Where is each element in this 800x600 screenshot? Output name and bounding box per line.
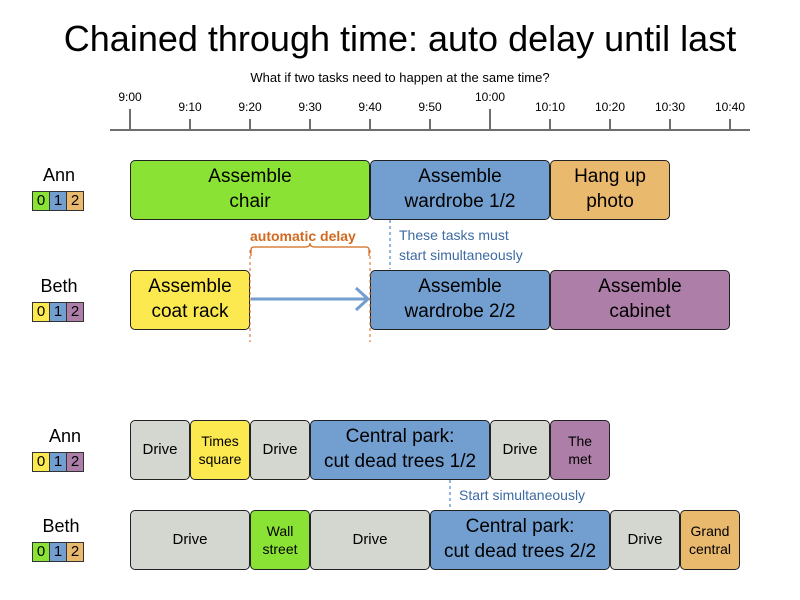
task-block[interactable]: Wall street (250, 510, 310, 570)
axis-tick-label: 10:40 (714, 100, 746, 114)
drive-block[interactable]: Drive (490, 420, 550, 480)
badge-cell: 0 (33, 303, 49, 321)
simultaneous-note: These tasks must start simultaneously (399, 227, 523, 264)
axis-tick-label: 9:30 (298, 100, 322, 114)
task-block[interactable]: Hang up photo (550, 160, 670, 220)
axis-tick (549, 119, 551, 129)
drive-block[interactable]: Drive (130, 510, 250, 570)
axis-tick (189, 119, 191, 129)
person-label-beth: Beth (40, 276, 78, 296)
task-block[interactable]: Assemble cabinet (550, 270, 730, 330)
automatic-delay-label: automatic delay (250, 228, 356, 244)
badge-cell: 1 (49, 453, 66, 471)
badge-cell: 0 (33, 192, 49, 210)
axis-tick (429, 119, 431, 129)
axis-tick (369, 119, 371, 129)
badge-cell: 0 (33, 543, 49, 561)
task-block[interactable]: Grand central (680, 510, 740, 570)
badge-cell: 2 (66, 192, 83, 210)
task-block[interactable]: Central park: cut dead trees 2/2 (430, 510, 610, 570)
badge-cell: 2 (66, 453, 83, 471)
start-simultaneously-note: Start simultaneously (459, 487, 586, 503)
drive-block[interactable]: Drive (610, 510, 680, 570)
axis-tick-label: 10:00 (474, 90, 506, 104)
drive-block[interactable]: Drive (130, 420, 190, 480)
task-block[interactable]: Central park: cut dead trees 1/2 (310, 420, 490, 480)
delay-arrow-head (354, 286, 371, 312)
axis-tick-label: 9:00 (118, 90, 142, 104)
person-label-beth-2: Beth (42, 516, 80, 536)
timeline-axis-line (110, 129, 750, 131)
axis-tick (729, 119, 731, 129)
badge-cell: 1 (49, 192, 66, 210)
delay-brace (250, 242, 370, 256)
axis-tick (309, 119, 311, 129)
drive-block[interactable]: Drive (310, 510, 430, 570)
axis-tick (249, 119, 251, 129)
person-label-ann: Ann (42, 165, 76, 185)
task-block[interactable]: Assemble wardrobe 1/2 (370, 160, 550, 220)
axis-tick-label: 10:20 (594, 100, 626, 114)
task-block[interactable]: Assemble coat rack (130, 270, 250, 330)
axis-tick (129, 109, 131, 129)
axis-tick-label: 9:10 (178, 100, 202, 114)
axis-tick-label: 10:30 (654, 100, 686, 114)
person-label-ann-2: Ann (48, 426, 82, 446)
badge-cell: 0 (33, 453, 49, 471)
task-block[interactable]: The met (550, 420, 610, 480)
drive-block[interactable]: Drive (250, 420, 310, 480)
badge-cell: 1 (49, 543, 66, 561)
diagram-title: Chained through time: auto delay until l… (63, 18, 737, 59)
badge-cell: 1 (49, 303, 66, 321)
task-block[interactable]: Assemble chair (130, 160, 370, 220)
axis-tick (609, 119, 611, 129)
task-block[interactable]: Times square (190, 420, 250, 480)
axis-tick (489, 109, 491, 129)
axis-tick-label: 9:50 (418, 100, 442, 114)
axis-tick-label: 9:40 (358, 100, 382, 114)
axis-tick-label: 10:10 (534, 100, 566, 114)
task-block[interactable]: Assemble wardrobe 2/2 (370, 270, 550, 330)
axis-tick-label: 9:20 (238, 100, 262, 114)
diagram-subtitle: What if two tasks need to happen at the … (250, 70, 550, 85)
badge-cell: 2 (66, 543, 83, 561)
badge-cell: 2 (66, 303, 83, 321)
axis-tick (669, 119, 671, 129)
